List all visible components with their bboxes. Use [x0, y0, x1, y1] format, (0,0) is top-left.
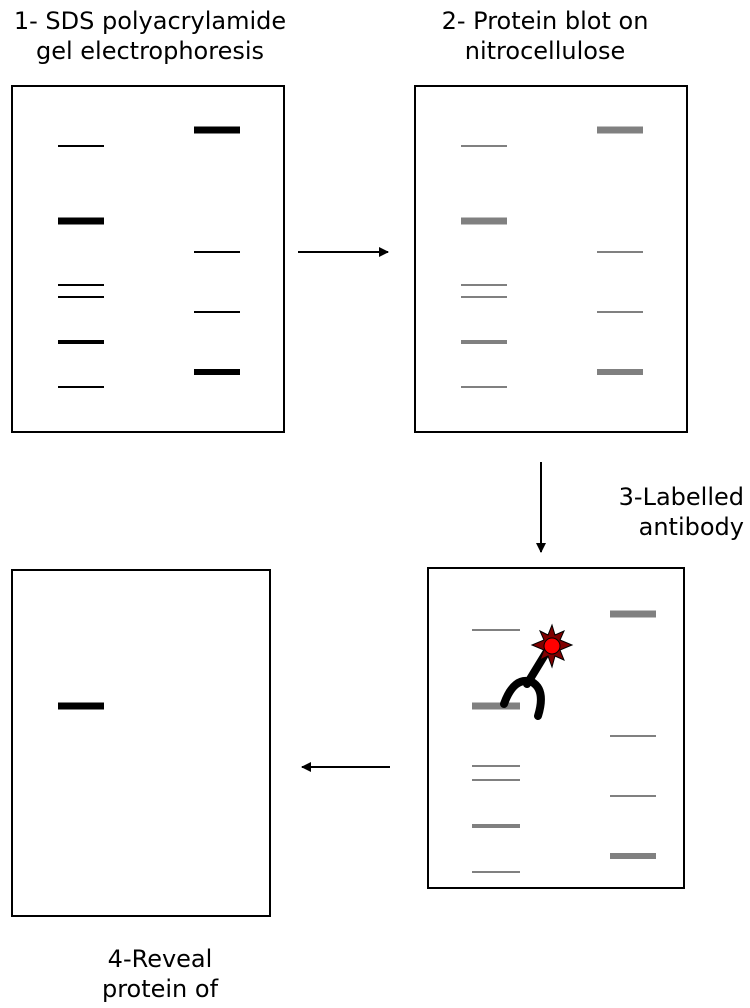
panel-reveal	[11, 569, 271, 917]
step4-label: 4-Reveal protein of	[40, 944, 280, 1004]
step1-label-line2: gel electrophoresis	[35, 37, 265, 65]
panel-blot	[414, 85, 688, 433]
step2-label: 2- Protein blot on nitrocellulose	[400, 6, 690, 66]
step4-label-line2: protein of	[101, 975, 219, 1003]
panel-antibody-blot	[427, 567, 685, 889]
step1-label: 1- SDS polyacrylamide gel electrophoresi…	[0, 6, 300, 66]
step3-label: 3-Labelled antibody	[574, 482, 744, 542]
panel-sds-gel	[11, 85, 285, 433]
step3-label-line1: 3-Labelled	[618, 483, 744, 511]
blot-frame	[414, 85, 688, 433]
gel-frame	[11, 85, 285, 433]
red-starburst-label-icon	[530, 623, 574, 669]
step2-label-line2: nitrocellulose	[464, 37, 626, 65]
step2-label-line1: 2- Protein blot on	[441, 7, 649, 35]
reveal-frame	[11, 569, 271, 917]
step4-label-line1: 4-Reveal	[107, 945, 213, 973]
step3-label-line2: antibody	[638, 513, 744, 541]
antibody-blot-frame	[427, 567, 685, 889]
step1-label-line1: 1- SDS polyacrylamide	[13, 7, 287, 35]
